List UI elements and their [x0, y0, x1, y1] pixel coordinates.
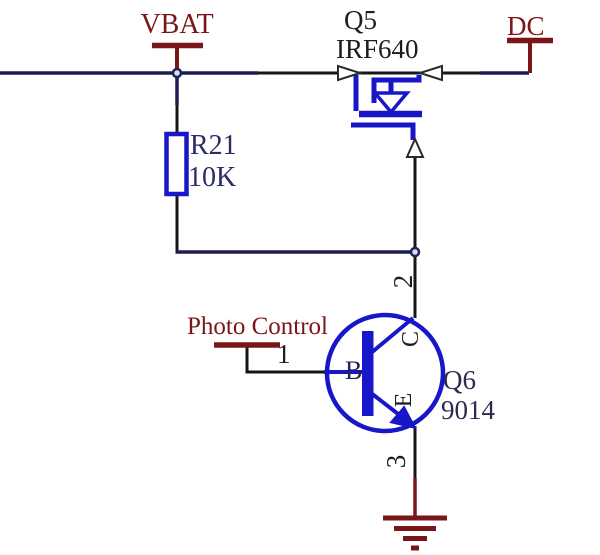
r21-designator: R21 — [190, 130, 237, 161]
transistor-q6-symbol — [324, 312, 446, 434]
mosfet-q5-symbol — [351, 75, 422, 140]
q6-pin-number-emitter: 3 — [381, 454, 411, 469]
resistor-branch-wire — [175, 73, 415, 254]
q6-pin-label-base: B — [345, 356, 363, 385]
pin-arrow-up-icon — [405, 136, 425, 158]
dc-label: DC — [507, 11, 545, 43]
q6-pin-number-collector: 2 — [388, 274, 418, 289]
q6-designator: Q6 — [443, 365, 476, 395]
photo-control-wire — [245, 347, 325, 374]
vbat-label: VBAT — [140, 9, 214, 40]
dc-power-symbol — [507, 37, 553, 73]
pin-arrow-left-icon — [416, 64, 443, 82]
emitter-arrow-icon — [389, 405, 417, 430]
q6-pin-label-collector: C — [398, 331, 424, 348]
r21-value: 10K — [188, 162, 237, 193]
q6-pin-label-emitter: E — [391, 392, 417, 408]
photo-control-label: Photo Control — [187, 313, 328, 340]
pin-arrow-right-icon — [337, 64, 364, 82]
q6-pin-number-base: 1 — [277, 339, 291, 369]
ground-symbol — [383, 515, 447, 551]
junction-dot-collector — [409, 246, 421, 258]
body-diode-arrow-icon — [371, 91, 411, 115]
resistor-r21-symbol — [164, 131, 189, 197]
q5-part-number: IRF640 — [336, 34, 419, 64]
q6-part-number: 9014 — [441, 395, 495, 425]
q5-designator: Q5 — [344, 5, 377, 35]
junction-dot-vbat — [171, 67, 183, 79]
